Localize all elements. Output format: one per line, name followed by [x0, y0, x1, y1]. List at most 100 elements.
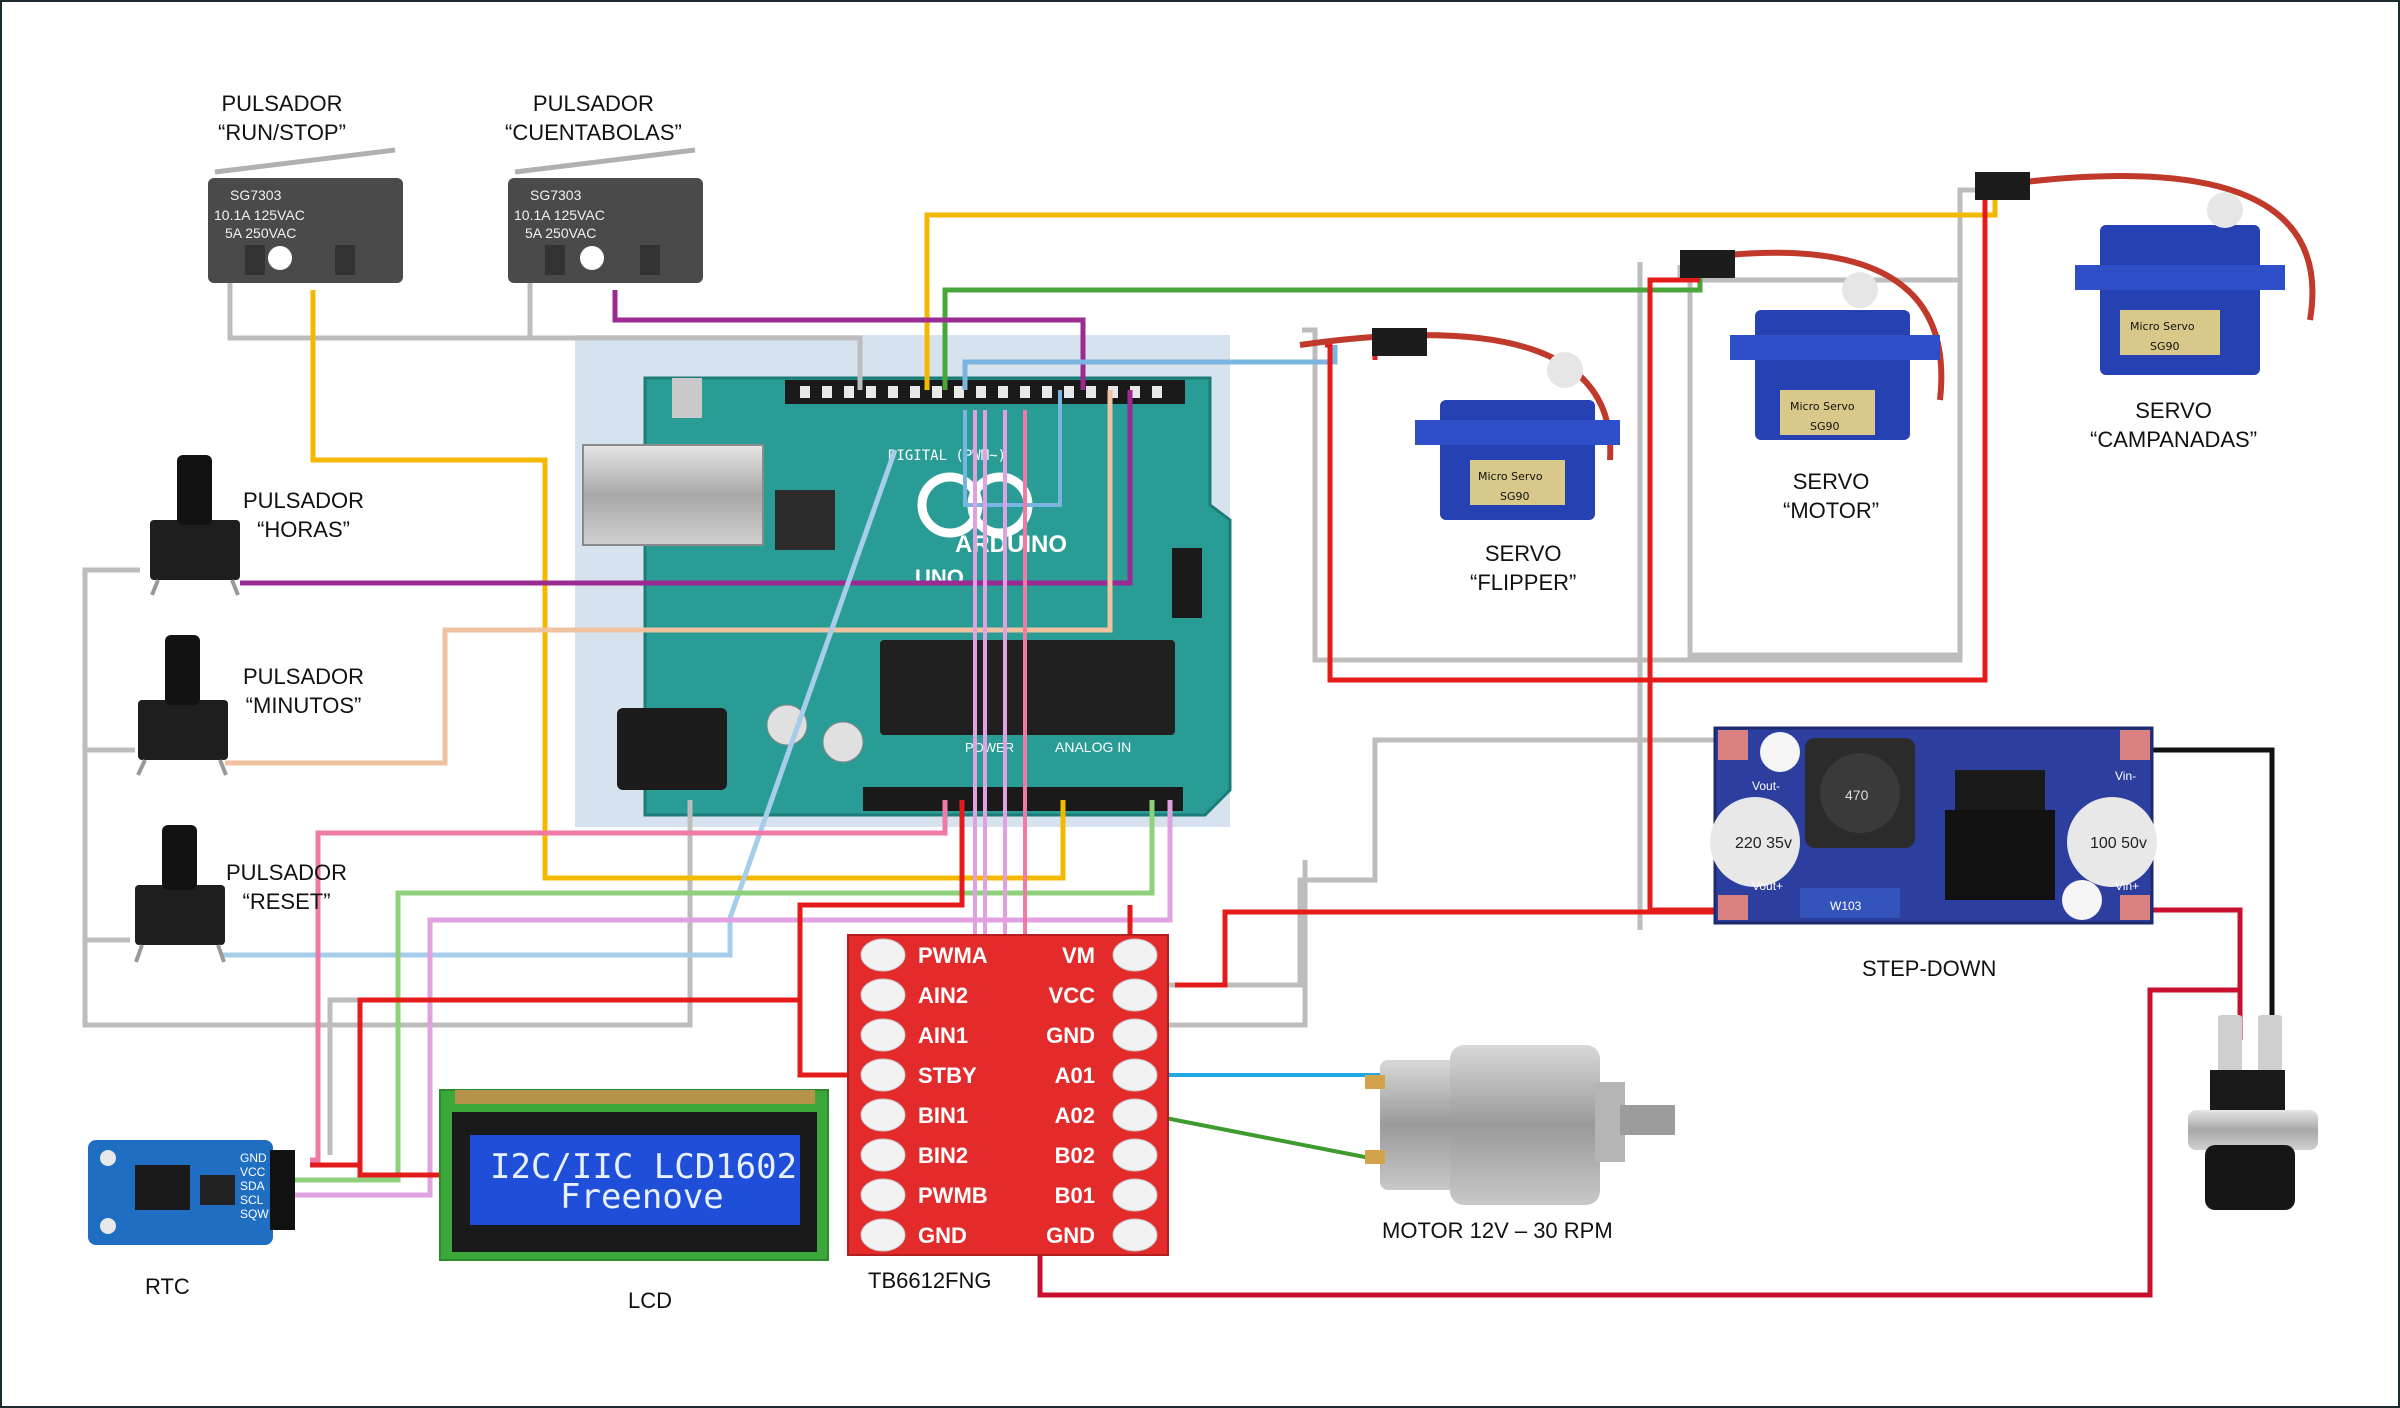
- rtc-pin-label: SQW: [240, 1207, 269, 1221]
- driver-pin-label: BIN2: [918, 1143, 968, 1168]
- label-button-reset: PULSADOR “RESET”: [226, 858, 347, 916]
- driver-pin-label: A01: [1055, 1063, 1095, 1088]
- servo-model-text: SG90: [2150, 340, 2180, 353]
- servo-brand-text: Micro Servo: [2130, 320, 2195, 333]
- pink-wire-sda: [310, 800, 948, 1163]
- driver-pin-hole: [860, 1058, 906, 1092]
- dc-barrel-jack: [617, 708, 727, 790]
- label-line: “RUN/STOP”: [218, 120, 346, 145]
- label-line: PULSADOR: [243, 488, 365, 513]
- tactile-button-minutos[interactable]: [136, 635, 228, 776]
- vout-plus-label: Vout+: [1752, 879, 1783, 893]
- switch-rating-2: 5A 250VAC: [225, 225, 296, 241]
- label-lcd: LCD: [628, 1288, 673, 1313]
- label-line: “RESET”: [242, 889, 331, 914]
- driver-pin-label: VCC: [1049, 983, 1096, 1008]
- blue-wire-servo-flipper: [962, 345, 1338, 390]
- peach-wire-minutos: [225, 390, 1113, 766]
- label-line: “CAMPANADAS”: [2090, 427, 2258, 452]
- vout-minus-label: Vout-: [1752, 779, 1780, 793]
- lavender-wire-a5: [295, 800, 1173, 1198]
- label-servo-flipper: SERVO “FLIPPER”: [1470, 539, 1576, 597]
- tactile-button-reset[interactable]: [134, 825, 226, 963]
- driver-pin-hole: [860, 1138, 906, 1172]
- driver-pin-label: AIN2: [918, 983, 968, 1008]
- label-line: “MOTOR”: [1783, 498, 1880, 523]
- driver-pin-hole: [860, 1178, 906, 1212]
- driver-pin-hole: [1112, 938, 1158, 972]
- vin-plus-label: Vin+: [2115, 879, 2139, 893]
- lcd-line-1: I2C/IIC LCD1602: [490, 1147, 797, 1187]
- driver-pin-hole: [1112, 1018, 1158, 1052]
- label-switch-run-stop: PULSADOR “RUN/STOP”: [218, 89, 346, 147]
- green-wire-a02: [1149, 1113, 1381, 1162]
- red-wire-driver-vcc: [1175, 909, 1718, 988]
- switch-rating-1: 10.1A 125VAC: [214, 207, 305, 223]
- microswitch-run-stop[interactable]: SG7303 10.1A 125VAC 5A 250VAC: [208, 147, 403, 283]
- arduino-uno-board: ARDUINO UNO DIGITAL (PWM~) ANALOG IN POW…: [575, 335, 1232, 827]
- capacitor-out: [1710, 797, 1800, 887]
- vin-minus-label: Vin-: [2115, 769, 2136, 783]
- driver-pin-hole: [860, 978, 906, 1012]
- purple-wire-cuentabolas: [612, 290, 1086, 390]
- driver-pin-hole: [1112, 978, 1158, 1012]
- arduino-model: UNO: [915, 565, 964, 590]
- label-line: “MINUTOS”: [245, 693, 362, 718]
- red-power-wires: [310, 200, 1988, 1178]
- inductor-text: 470: [1845, 787, 1869, 803]
- driver-pin-label: AIN1: [918, 1023, 968, 1048]
- microswitch-cuentabolas[interactable]: SG7303 10.1A 125VAC 5A 250VAC: [508, 147, 703, 283]
- servo-model-text: SG90: [1500, 490, 1530, 503]
- yellow-wire-run-stop: [310, 290, 1066, 881]
- rtc-pin-label: GND: [240, 1151, 267, 1165]
- label-line: “FLIPPER”: [1470, 570, 1577, 595]
- rtc-pin-label: VCC: [240, 1165, 266, 1179]
- servo-motor: Micro Servo SG90: [1680, 249, 1945, 440]
- driver-pin-hole: [860, 1218, 906, 1252]
- red-wire-rtc-vcc: [310, 1162, 363, 1175]
- driver-pin-label: B01: [1055, 1183, 1095, 1208]
- arduino-power-label: POWER: [965, 740, 1014, 755]
- atmega-chip: [880, 640, 1175, 735]
- label-servo-motor: SERVO “MOTOR”: [1783, 467, 1879, 525]
- arduino-name: ARDUINO: [955, 531, 1067, 558]
- label-switch-cuentabolas: PULSADOR “CUENTABOLAS”: [505, 89, 682, 147]
- switch-model-text: SG7303: [530, 187, 582, 203]
- regulator-chip: [1945, 810, 2055, 900]
- label-line: PULSADOR: [221, 91, 343, 116]
- red-wire-lcd-vcc: [357, 997, 800, 1178]
- driver-pin-label: PWMB: [918, 1183, 988, 1208]
- cap-in-text: 100 50v: [2090, 835, 2147, 852]
- label-line: SERVO: [1484, 541, 1562, 566]
- driver-pin-label: PWMA: [918, 943, 988, 968]
- dc-gear-motor: [1365, 1045, 1675, 1205]
- servo-connector: [1680, 250, 1735, 278]
- driver-pin-hole: [1112, 1138, 1158, 1172]
- label-button-minutos: PULSADOR “MINUTOS”: [243, 662, 364, 720]
- driver-pin-hole: [860, 1098, 906, 1132]
- red-wire-servo-vcc: [1325, 200, 1988, 683]
- driver-pin-label: VM: [1062, 943, 1095, 968]
- black-wire-vin-gnd: [2120, 747, 2275, 1030]
- driver-pin-label: B02: [1055, 1143, 1095, 1168]
- yellow-wire-servo-campanadas: [924, 200, 1998, 390]
- label-line: PULSADOR: [243, 664, 365, 689]
- servo-model-text: SG90: [1810, 420, 1840, 433]
- darkred-wire-vin: [2120, 907, 2243, 1040]
- lcd-1602-module: I2C/IIC LCD1602 Freenove: [439, 1089, 829, 1261]
- capacitor-2: [822, 721, 864, 763]
- driver-pin-hole: [1112, 1058, 1158, 1092]
- dc-panel-jack: [2188, 1015, 2318, 1210]
- label-button-horas: PULSADOR “HORAS”: [243, 486, 364, 544]
- label-line: SERVO: [2135, 398, 2212, 423]
- switch-rating-1: 10.1A 125VAC: [514, 207, 605, 223]
- rtc-pin-label: SDA: [240, 1179, 265, 1193]
- label-rtc: RTC: [145, 1274, 190, 1299]
- label-line: PULSADOR: [226, 860, 348, 885]
- tactile-button-horas[interactable]: [150, 455, 240, 596]
- gnd-wire-stepdown: [1090, 737, 1715, 988]
